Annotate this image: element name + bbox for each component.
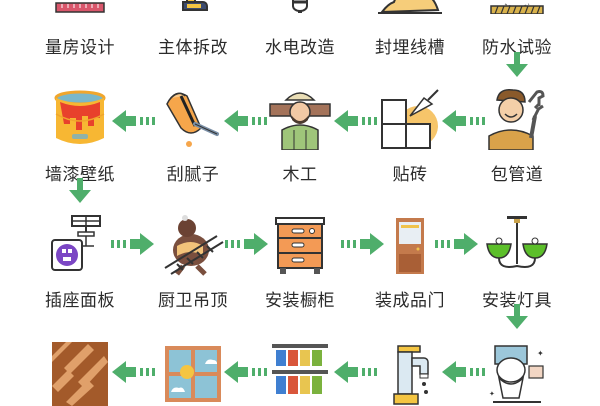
- arrow-right: [432, 233, 478, 255]
- power-socket-icon: [48, 212, 112, 276]
- arrow-right: [338, 233, 384, 255]
- plumber-worker-icon: [485, 86, 549, 150]
- wardrobe-clothes-icon: [268, 342, 332, 406]
- step-label: 贴砖: [392, 165, 428, 185]
- arrow-right: [108, 233, 154, 255]
- step-label: 主体拆改: [158, 38, 228, 58]
- svg-text:✦: ✦: [489, 390, 495, 398]
- demolition-tool-icon: [161, 0, 225, 14]
- step-label: 安装灯具: [482, 291, 552, 311]
- arrow-left: [442, 361, 488, 383]
- arrow-right: [222, 233, 268, 255]
- arrow-left: [112, 110, 158, 132]
- arrow-down: [67, 178, 93, 204]
- step-label: 防水试验: [482, 38, 552, 58]
- window-icon: [161, 342, 225, 406]
- tiles-trowel-icon: [378, 88, 442, 152]
- worker-ladder-icon: [161, 212, 225, 276]
- step-label: 木工: [282, 165, 318, 185]
- toilet-icon: ✦ ✦: [485, 342, 549, 406]
- step-label: 水电改造: [265, 38, 335, 58]
- arrow-left: [334, 361, 380, 383]
- light-bulb-icon: [268, 0, 332, 14]
- step-label: 墙漆壁纸: [45, 165, 115, 185]
- paint-bucket-icon: [48, 88, 112, 152]
- step-label: 厨卫吊顶: [158, 291, 228, 311]
- chandelier-icon: [485, 214, 549, 278]
- step-label: 安装橱柜: [265, 291, 335, 311]
- arrow-left: [334, 110, 380, 132]
- carpenter-worker-icon: [268, 86, 332, 150]
- step-label: 量房设计: [45, 38, 115, 58]
- arrow-left: [224, 110, 270, 132]
- step-label: 装成品门: [375, 291, 445, 311]
- arrow-down: [504, 52, 530, 78]
- cabinet-drawers-icon: [268, 214, 332, 278]
- arrow-down: [504, 304, 530, 330]
- step-label: 包管道: [490, 165, 544, 185]
- svg-text:✦: ✦: [537, 349, 544, 358]
- paint-roller-icon: [161, 86, 225, 150]
- arrow-left: [224, 361, 270, 383]
- waterproof-layer-icon: [485, 0, 549, 14]
- sand-pile-icon: [378, 0, 442, 14]
- parquet-floor-icon: [48, 342, 112, 406]
- faucet-icon: [378, 342, 442, 406]
- step-label: 刮腻子: [166, 165, 220, 185]
- arrow-left: [442, 110, 488, 132]
- arrow-left: [112, 361, 158, 383]
- door-icon: [378, 214, 442, 278]
- blueprint-ruler-icon: [48, 0, 112, 14]
- step-label: 封埋线槽: [375, 38, 445, 58]
- step-label: 插座面板: [45, 291, 115, 311]
